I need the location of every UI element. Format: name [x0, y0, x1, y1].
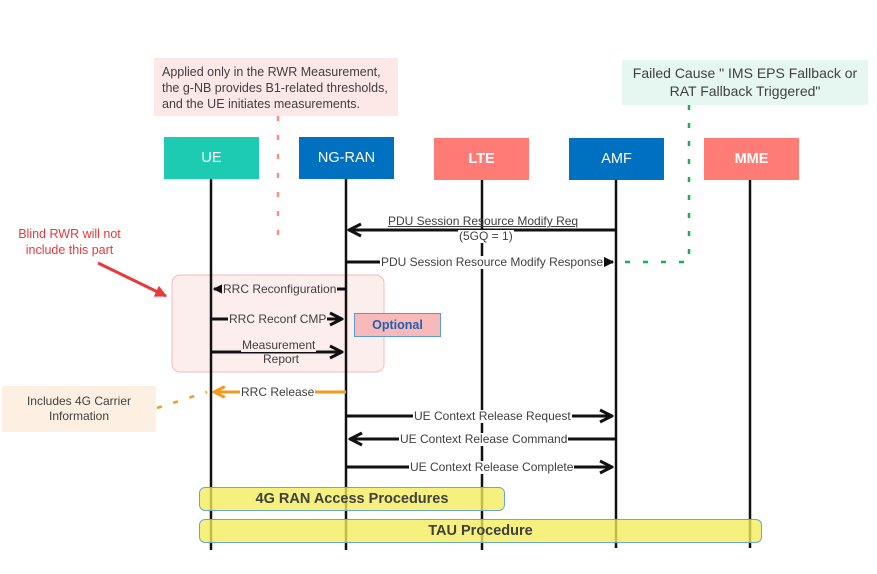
- actor-lte: LTE: [434, 138, 529, 180]
- optional-tag: Optional: [354, 313, 441, 337]
- actor-mme: MME: [704, 138, 799, 180]
- msg-label-measurement: Measurement: [241, 338, 317, 352]
- failed-cause-note: Failed Cause " IMS EPS Fallback or RAT F…: [622, 60, 868, 105]
- blind-rwr-callout-arrow: [97, 261, 168, 298]
- actor-ng-ran: NG-RAN: [299, 137, 394, 179]
- actor-amf: AMF: [569, 138, 664, 180]
- msg-label-pdu-modify-req-sub: (5GQ = 1): [458, 229, 514, 243]
- rwr-measurement-note: Applied only in the RWR Measurement, the…: [154, 58, 398, 116]
- carrier-info-note: Includes 4G Carrier Information: [2, 386, 156, 432]
- msg-label-ue-ctx-release-complete: UE Context Release Complete: [409, 460, 575, 474]
- actor-ue: UE: [164, 137, 259, 179]
- carrier-info-connector: [156, 390, 208, 410]
- msg-label-rrc-reconfiguration: RRC Reconfiguration: [222, 282, 338, 296]
- procedure-tau: TAU Procedure: [199, 519, 762, 543]
- msg-label-rrc-reconf-cmp: RRC Reconf CMP: [228, 312, 328, 326]
- msg-label-measurement-report: Report: [263, 352, 300, 366]
- failed-cause-connector: [618, 105, 691, 264]
- procedure-4g-ran-access: 4G RAN Access Procedures: [199, 487, 505, 511]
- msg-label-pdu-modify-response: PDU Session Resource Modify Response: [380, 255, 605, 269]
- msg-label-ue-ctx-release-command: UE Context Release Command: [399, 432, 569, 446]
- blind-rwr-callout: Blind RWR will not include this part: [18, 227, 121, 257]
- msg-label-pdu-modify-req: PDU Session Resource Modify Req: [388, 214, 579, 228]
- msg-label-rrc-release: RRC Release: [240, 385, 316, 399]
- msg-label-ue-ctx-release-request: UE Context Release Request: [413, 409, 572, 423]
